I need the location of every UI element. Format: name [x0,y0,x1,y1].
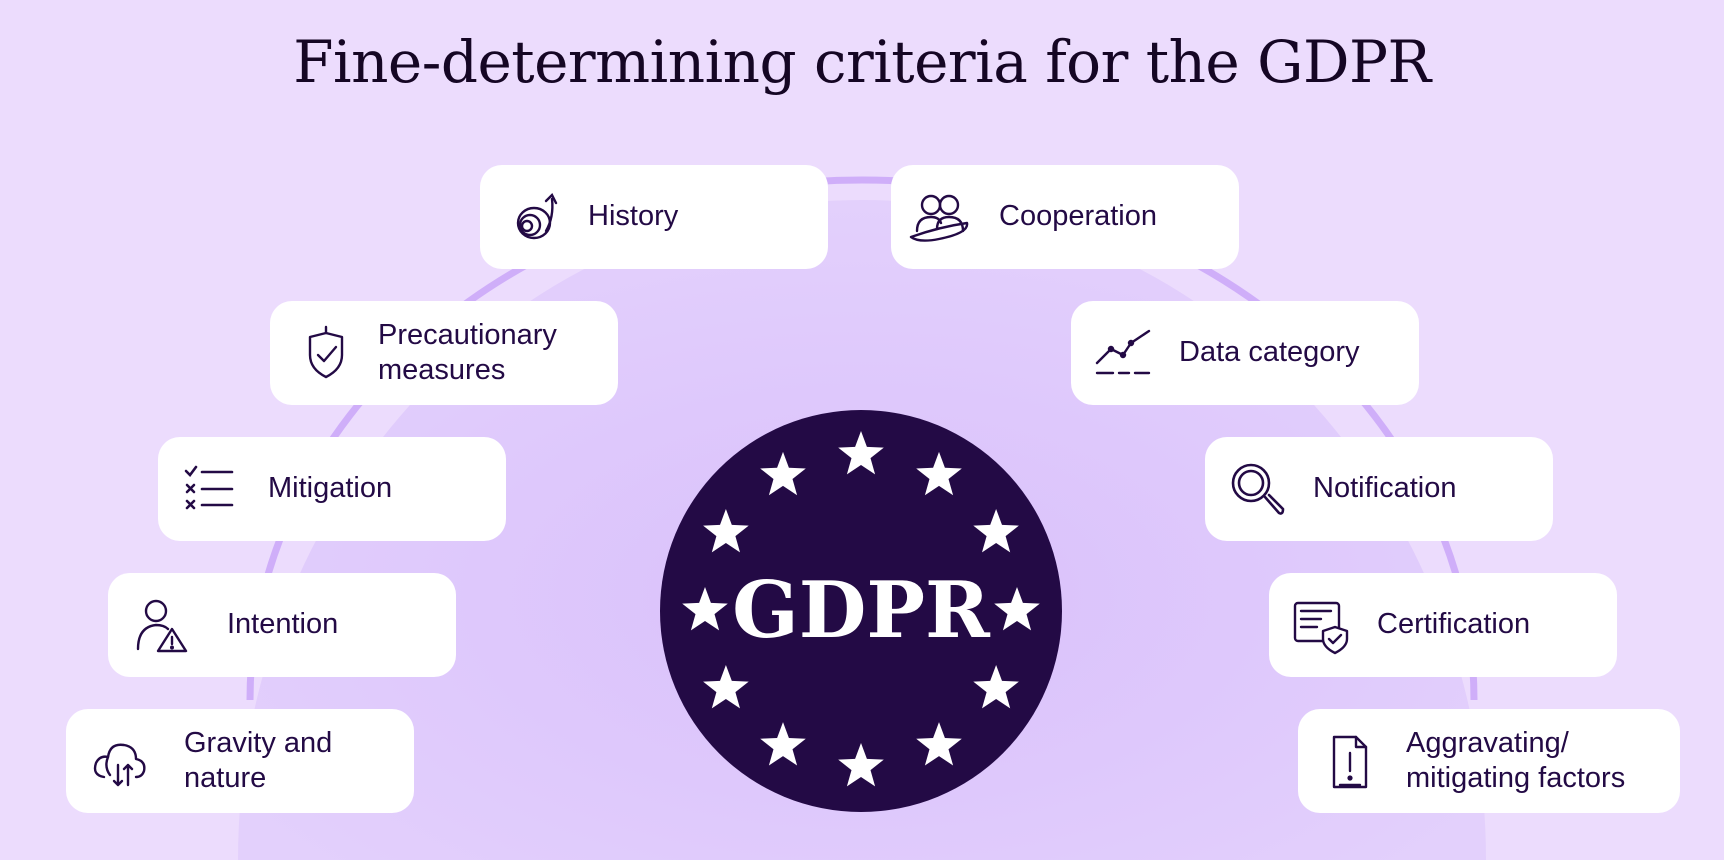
label-line-2: measures [378,354,506,386]
label-line-2: mitigating factors [1406,762,1626,794]
card-certification: Certification [1269,573,1617,677]
card-precautionary-measures: Precautionary measures [270,301,618,405]
card-label: Mitigation [268,471,392,506]
magnifier-icon [1227,459,1287,519]
card-cooperation: Cooperation [891,165,1239,269]
card-label: Notification [1313,471,1456,506]
card-label: Cooperation [999,199,1157,234]
label-line-1: Notification [1313,472,1457,504]
label-line-1: History [588,200,679,232]
label-line-1: Aggravating/ [1406,727,1569,759]
card-history: History [480,165,828,269]
person-warning-icon [132,595,192,655]
label-line-2: nature [184,762,267,794]
label-line-1: Certification [1377,608,1531,640]
shield-check-icon [296,323,356,383]
card-label: Precautionary measures [378,318,557,388]
card-aggravating-mitigating-factors: Aggravating/ mitigating factors [1298,709,1680,813]
card-label: Intention [227,607,338,642]
card-notification: Notification [1205,437,1553,541]
label-line-1: Data category [1179,336,1360,368]
checklist-icon [180,459,240,519]
people-icon [909,187,969,247]
gdpr-emblem-label: GDPR [732,565,990,656]
card-label: Data category [1179,335,1360,370]
phone-alert-icon [1320,731,1380,791]
label-line-1: Mitigation [268,472,393,504]
cloud-transfer-icon [90,731,150,791]
line-chart-icon [1093,323,1153,383]
card-data-category: Data category [1071,301,1419,405]
label-line-1: Intention [227,608,339,640]
label-line-1: Precautionary [378,319,557,351]
label-line-1: Gravity and [184,727,333,759]
card-gravity-and-nature: Gravity and nature [66,709,414,813]
card-label: History [588,199,678,234]
label-line-1: Cooperation [999,200,1157,232]
certificate-shield-icon [1291,595,1351,655]
card-intention: Intention [108,573,456,677]
card-label: Aggravating/ mitigating factors [1406,726,1625,796]
card-label: Certification [1377,607,1530,642]
page-title: Fine-determining criteria for the GDPR [293,28,1431,96]
card-label: Gravity and nature [184,726,332,796]
snail-icon [506,187,566,247]
card-mitigation: Mitigation [158,437,506,541]
